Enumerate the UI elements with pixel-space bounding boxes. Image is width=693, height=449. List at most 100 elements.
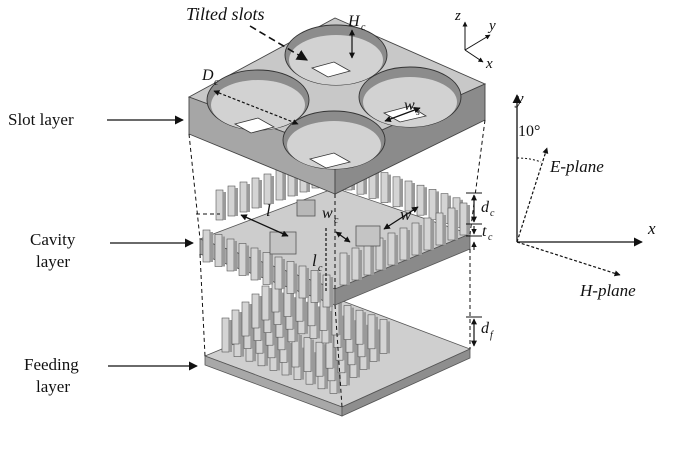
cavity-pin-back-side — [364, 166, 367, 195]
small-axis-y: y — [487, 18, 496, 34]
feeding-pin-side — [239, 312, 242, 344]
cavity-block-1 — [269, 231, 297, 255]
cavity-pin-side — [330, 277, 333, 307]
feeding-pin-side — [301, 347, 304, 380]
lc-label: l — [312, 251, 317, 270]
feeding-pin-side — [249, 304, 252, 336]
small-axis-z: z — [454, 8, 461, 24]
cavity-pin-back — [215, 189, 224, 221]
dc-label: d — [481, 199, 490, 216]
cavity-pin — [351, 247, 360, 281]
cavity-pin-side — [443, 215, 446, 245]
cavity-pin-side — [455, 210, 458, 240]
cavity-pin — [435, 212, 444, 246]
feeding-pin-side — [299, 335, 302, 367]
feeding-pin-side — [311, 339, 314, 372]
cavity-pin — [399, 227, 408, 261]
feeding-pin-side — [263, 321, 266, 354]
e-plane-label: E-plane — [549, 157, 604, 176]
feeding-pin-side — [265, 333, 268, 366]
cavity-pin-side — [467, 205, 470, 235]
cavity-pin — [339, 252, 348, 286]
feeding-pin-side — [377, 329, 380, 362]
feeding-pin-side — [287, 330, 290, 363]
feeding-pin-side — [351, 307, 354, 340]
feeding-pin-side — [353, 320, 356, 353]
cavity-pin — [298, 265, 307, 299]
feeding-pin — [315, 341, 324, 377]
cavity-pin-side — [395, 235, 398, 265]
feeding-pin-array — [221, 277, 390, 394]
slot-cavity-top — [284, 24, 388, 86]
cavity-pin-side — [234, 241, 237, 271]
feeding-pin — [379, 319, 388, 354]
cavity-pin-side — [270, 254, 273, 285]
cavity-pin-side — [222, 236, 225, 267]
feeding-pin-side — [291, 284, 294, 317]
wc-subscript: c — [334, 215, 339, 226]
feeding-layer-label-line2: layer — [36, 377, 70, 396]
feeding-pin-side — [357, 345, 360, 378]
cavity-pin-side — [407, 230, 410, 260]
cavity-layer-label-line2: layer — [36, 252, 70, 271]
feeding-pin-side — [375, 316, 378, 349]
feeding-pin-side — [347, 353, 350, 386]
cavity-pin-back-side — [400, 178, 403, 207]
feeding-pin-side — [259, 296, 262, 328]
cavity-pin-side — [371, 245, 374, 275]
feeding-pin-side — [251, 316, 254, 349]
feeding-layer-label-line1: Feeding — [24, 355, 79, 374]
feeding-pin — [343, 305, 352, 340]
cavity-pin-back-side — [388, 174, 391, 203]
feeding-pin — [355, 309, 364, 345]
feeding-pin-side — [293, 297, 296, 330]
cavity-block-3 — [296, 199, 316, 217]
feeding-pin-side — [261, 308, 264, 341]
cavity-pin-side — [347, 255, 350, 285]
feeding-pin-side — [315, 293, 318, 326]
ws-subscript: s — [416, 107, 420, 118]
cavity-pin — [214, 234, 223, 267]
cavity-pin — [286, 261, 295, 294]
tilt-angle-label: 10° — [518, 123, 540, 140]
feeding-pin-side — [283, 305, 286, 338]
cavity-pin-back-side — [295, 168, 298, 196]
ws-label: w — [404, 97, 415, 114]
feeding-pin-side — [355, 332, 358, 365]
tc-subscript: c — [488, 232, 493, 243]
cavity-pin-side — [294, 263, 297, 294]
feeding-pin — [367, 314, 376, 350]
feeding-pin-side — [335, 348, 338, 381]
lc-subscript: c — [318, 263, 323, 274]
cavity-pin-back-side — [271, 176, 274, 204]
cavity-pin — [238, 243, 247, 276]
cavity-pin-side — [383, 240, 386, 270]
feeding-pin-side — [329, 311, 332, 343]
cavity-pin-back-side — [436, 191, 439, 220]
h-plane-label: H-plane — [579, 281, 636, 300]
feeding-pin-side — [241, 324, 244, 357]
feeding-pin — [231, 309, 240, 345]
feeding-pin-side — [367, 337, 370, 370]
tc-label: t — [482, 223, 487, 240]
dimension-annotations: Tilted slots H c D c w s l l c w c w d c — [186, 4, 495, 347]
feeding-pin-side — [337, 361, 340, 394]
cavity-pin-back — [251, 177, 260, 209]
feeding-pin-side — [285, 317, 288, 350]
feeding-pin-side — [323, 344, 326, 377]
feeding-pin-side — [343, 328, 346, 361]
feeding-pin — [241, 301, 250, 337]
cavity-pin-back — [392, 176, 401, 208]
feeding-pin-side — [273, 313, 276, 346]
cavity-pin-side — [306, 268, 309, 298]
l-label: l — [266, 201, 271, 220]
df-subscript: f — [490, 330, 494, 341]
cavity-pin-back-side — [424, 187, 427, 216]
cavity-pin-side — [246, 245, 249, 276]
cavity-pin-side — [359, 250, 362, 280]
feeding-plate-right — [341, 348, 471, 417]
feeding-pin — [251, 293, 260, 329]
feeding-pin-side — [365, 324, 368, 357]
feeding-pin-side — [325, 356, 328, 389]
feeding-pin-side — [275, 325, 278, 358]
